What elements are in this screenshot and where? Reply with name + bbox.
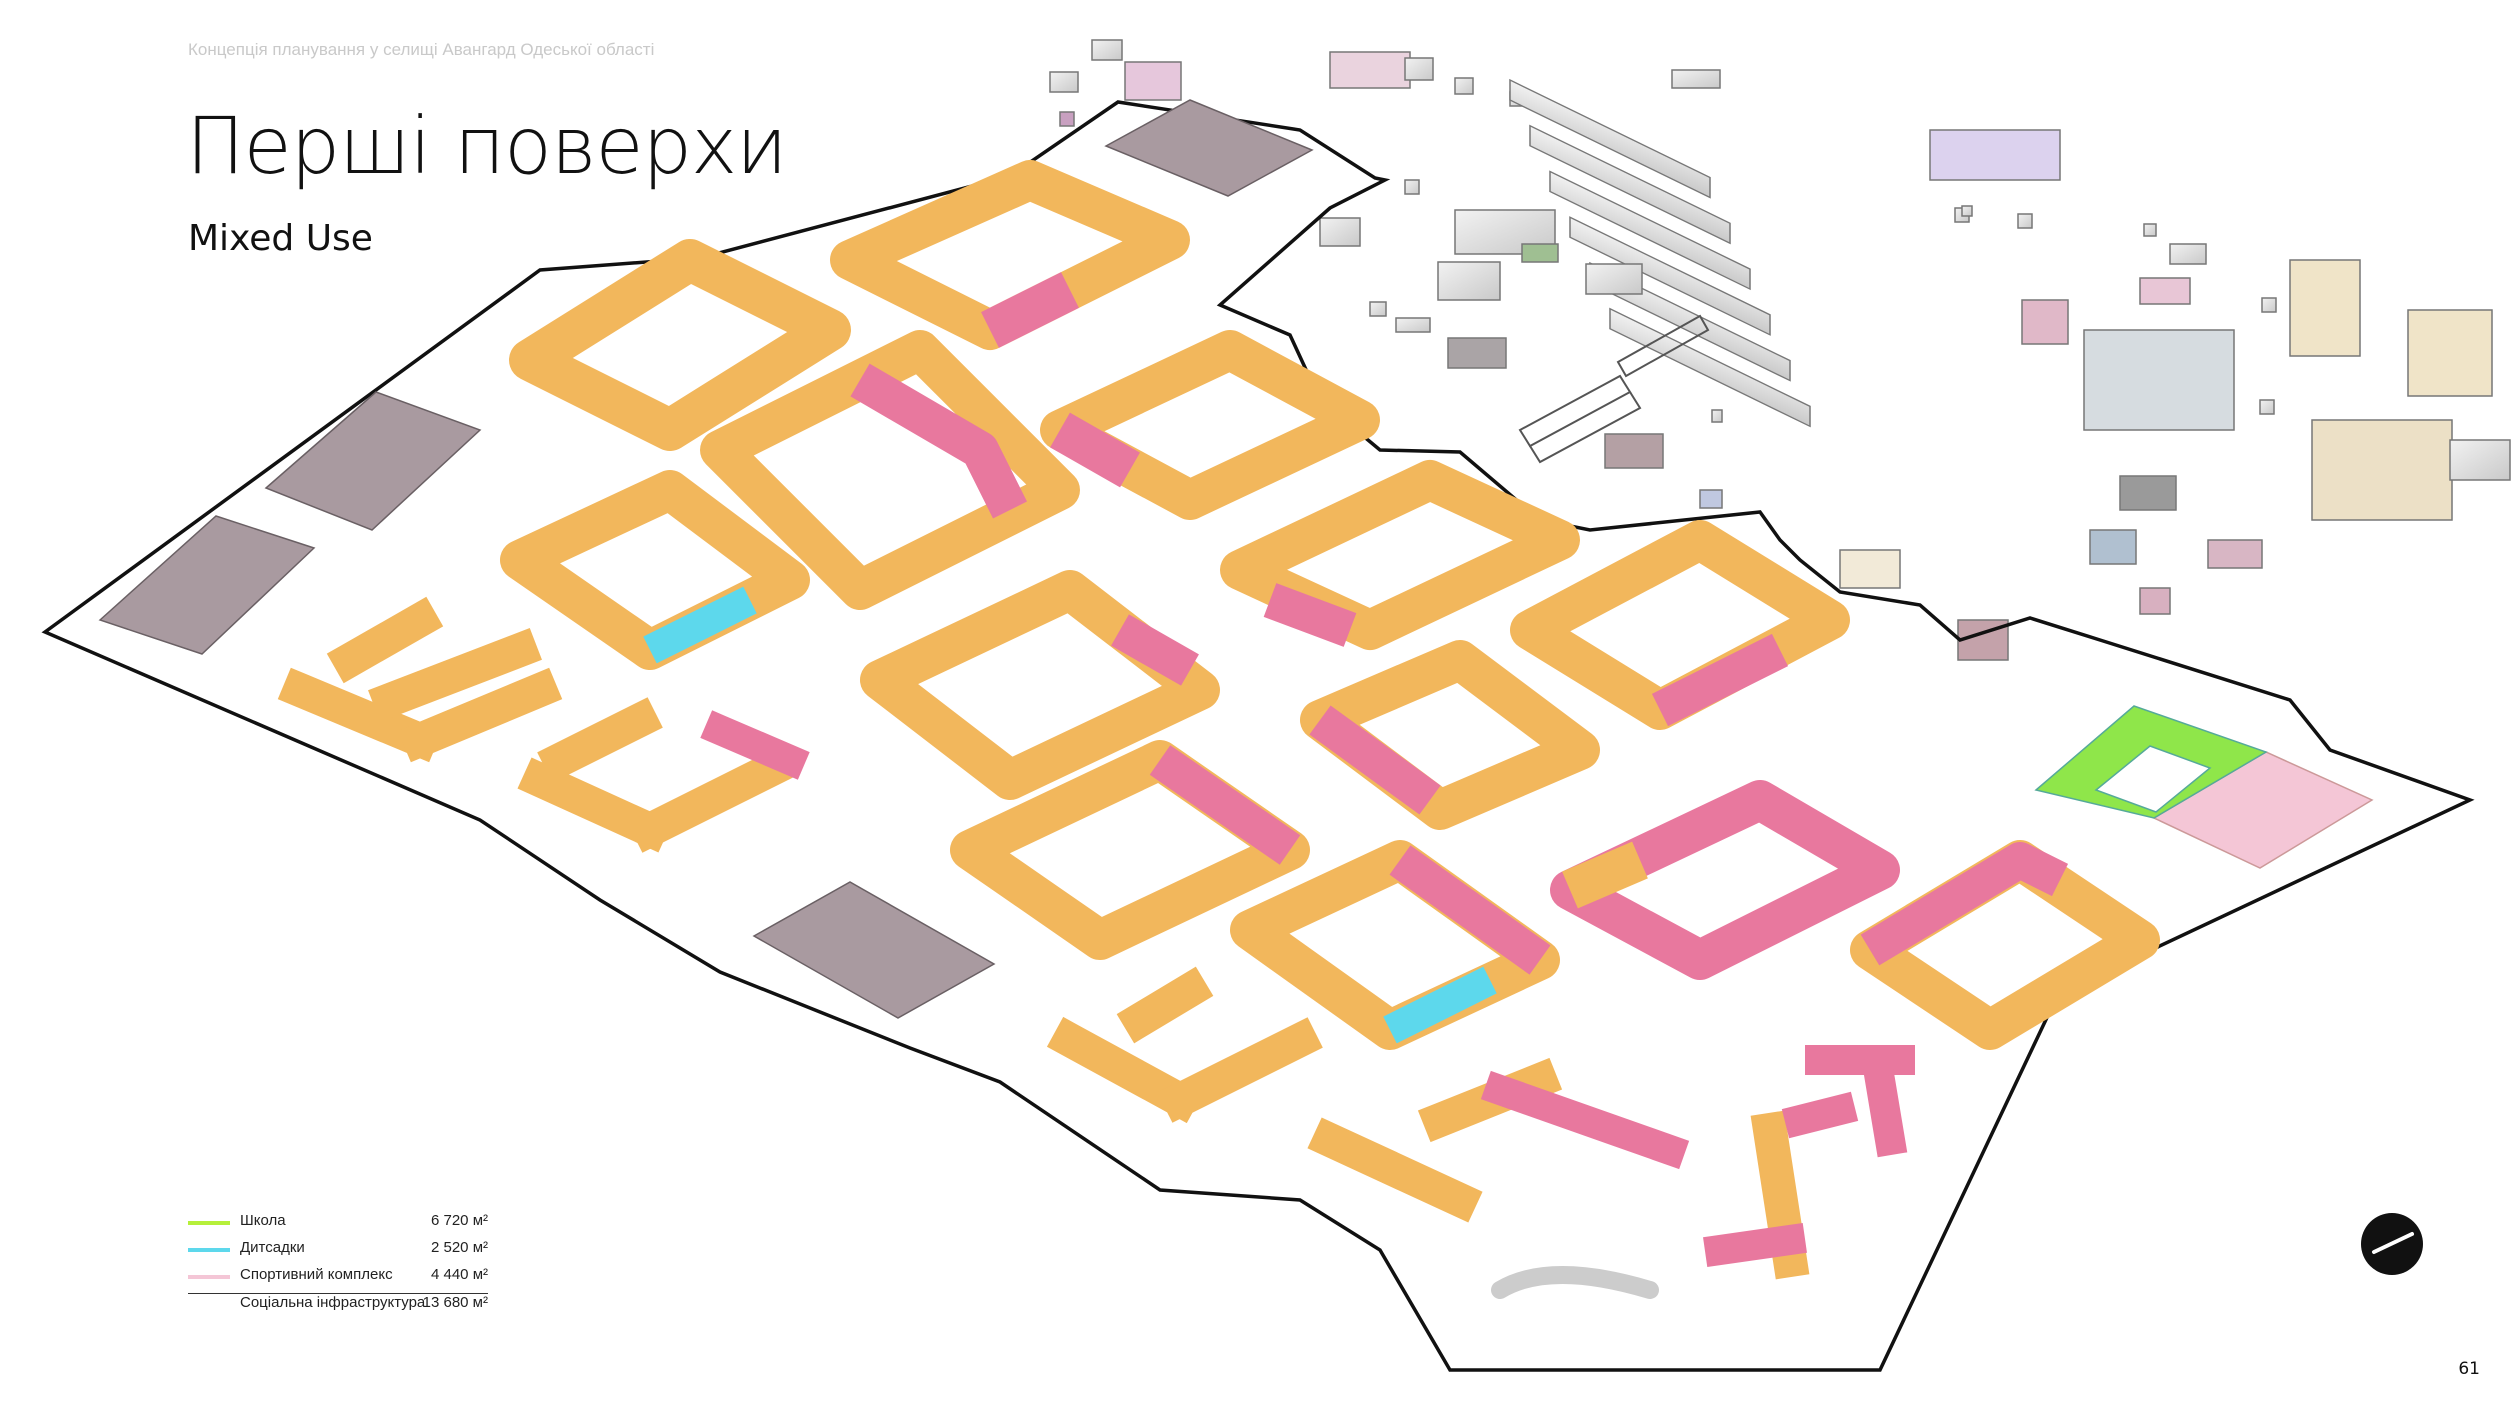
- block-8: [860, 570, 1220, 800]
- legend-total-label: Соціальна інфраструктура: [240, 1294, 426, 1311]
- block-9: [1300, 640, 1600, 830]
- block-1: [509, 239, 851, 451]
- legend: Школа 6 720 м² Дитсадки 2 520 м² Спортив…: [188, 1212, 488, 1325]
- legend-item-sport: Спортивний комплекс 4 440 м²: [188, 1266, 488, 1293]
- parking-lots: [98, 99, 1314, 1019]
- legend-value: 6 720 м²: [430, 1212, 488, 1229]
- legend-value: 2 520 м²: [430, 1239, 488, 1256]
- comb-blocks: [277, 596, 1915, 1280]
- page-title: Перші поверхи: [186, 102, 788, 192]
- school-courtyard: [2094, 745, 2212, 813]
- block-10: [950, 740, 1310, 960]
- page-subtitle: Mixed Use: [188, 218, 373, 259]
- header-caption: Концепція планування у селищі Авангард О…: [188, 40, 655, 59]
- block-12: [1230, 840, 1560, 1050]
- block-groups: [500, 160, 2160, 1050]
- legend-item-kindergartens: Дитсадки 2 520 м²: [188, 1239, 488, 1266]
- legend-swatch: [188, 1221, 230, 1225]
- block-4: [1040, 330, 1380, 520]
- legend-label: Школа: [240, 1212, 286, 1229]
- page-number: 61: [2458, 1359, 2480, 1379]
- legend-item-school: Школа 6 720 м²: [188, 1212, 488, 1239]
- legend-swatch: [188, 1275, 230, 1279]
- block-7: [1510, 520, 1850, 730]
- legend-label: Дитсадки: [240, 1239, 305, 1256]
- legend-swatch: [188, 1248, 230, 1252]
- road-curve: [1491, 1266, 1659, 1299]
- block-13: [1850, 840, 2160, 1050]
- block-6: [1220, 460, 1580, 650]
- block-11: [1550, 780, 1900, 980]
- block-5: [500, 470, 810, 670]
- studio-logo-icon: [2361, 1213, 2423, 1275]
- legend-total-value: 13 680 м²: [422, 1294, 488, 1311]
- context-pergolas: [1518, 314, 1710, 464]
- legend-value: 4 440 м²: [430, 1266, 488, 1283]
- block-2: [830, 160, 1190, 350]
- legend-label: Спортивний комплекс: [240, 1266, 393, 1283]
- site-boundary: [41, 100, 2475, 1372]
- block-3: [700, 330, 1080, 610]
- legend-total: Соціальна інфраструктура 13 680 м²: [188, 1293, 488, 1325]
